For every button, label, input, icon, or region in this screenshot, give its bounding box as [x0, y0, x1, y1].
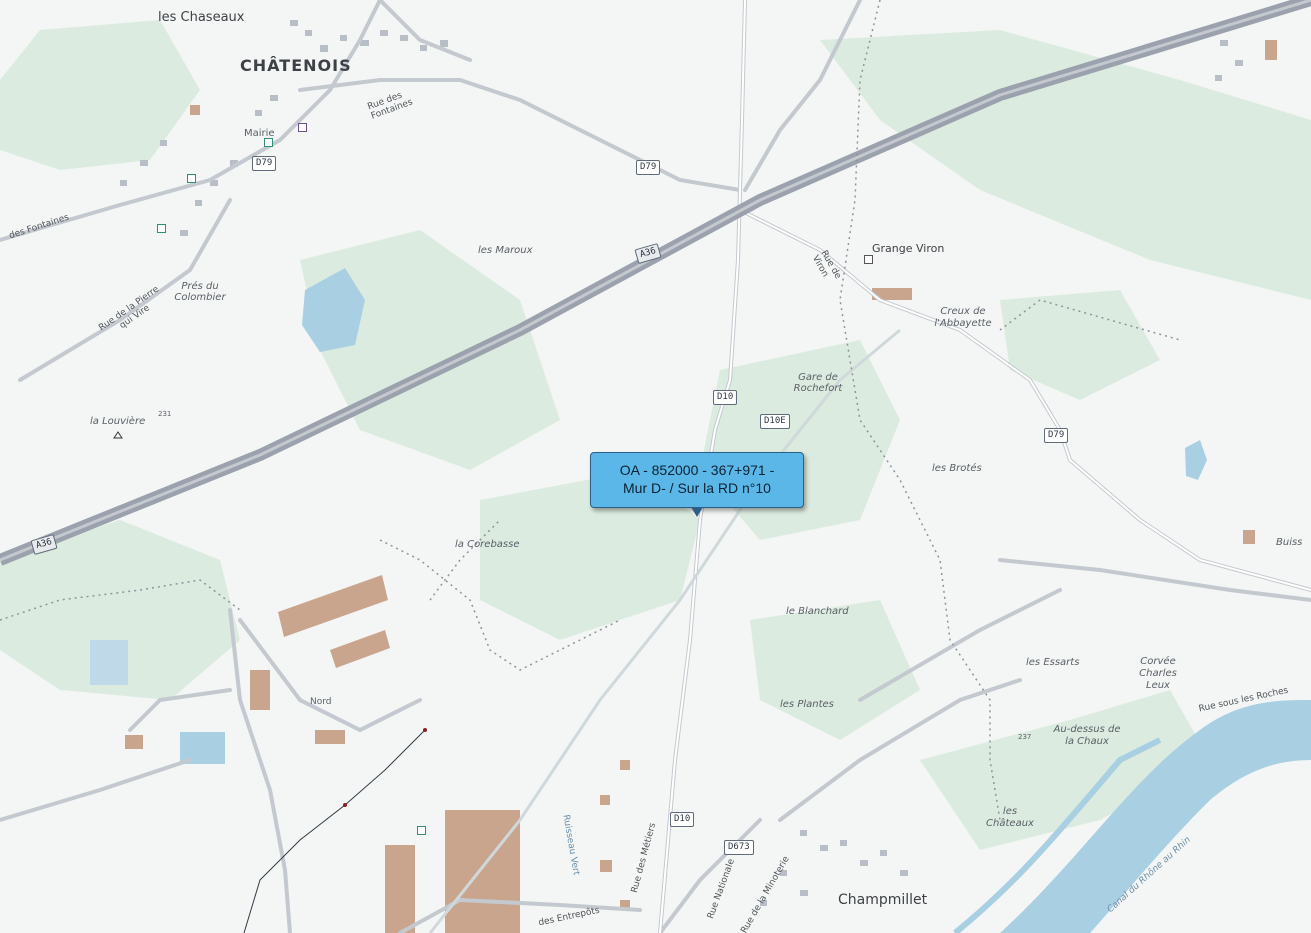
settlement-blocks	[120, 20, 1243, 906]
label-les-brotes: les Brotés	[932, 463, 982, 474]
label-mairie: Mairie	[244, 128, 275, 139]
callout-line-1: OA - 852000 - 367+971 -	[619, 462, 775, 478]
grange-viron-poi-icon	[864, 255, 873, 264]
water-bodies	[90, 268, 1207, 764]
label-corvee-charles: Corvée Charles Leux	[1139, 656, 1177, 691]
label-les-plantes: les Plantes	[780, 699, 834, 710]
forest-areas	[0, 20, 1311, 850]
label-les-chateaux: les Châteaux	[986, 806, 1034, 829]
buildings	[125, 40, 1277, 933]
mairie-poi-icon	[264, 138, 273, 147]
label-au-dessus-chaux: Au-dessus de la Chaux	[1053, 724, 1121, 747]
label-grange-viron: Grange Viron	[872, 242, 945, 255]
label-champmillet: Champmillet	[838, 892, 928, 908]
church-poi-icon	[298, 123, 307, 132]
shield-d10: D10	[713, 390, 738, 405]
label-elevation-chaux: 237	[1018, 733, 1032, 741]
label-les-essarts: les Essarts	[1026, 657, 1080, 668]
label-buiss: Buiss	[1276, 537, 1303, 548]
road-centerlines	[659, 0, 1311, 933]
label-chatenois: CHÂTENOIS	[240, 56, 352, 75]
commune-boundaries	[0, 0, 1181, 821]
label-nord: Nord	[310, 697, 332, 707]
shield-d79-left: D79	[252, 156, 277, 171]
label-le-blanchard: le Blanchard	[786, 606, 849, 617]
canal	[953, 737, 1162, 933]
shield-d79-mid: D79	[636, 160, 661, 175]
shield-d10-bottom: D10	[670, 812, 695, 827]
structure-callout-marker[interactable]: OA - 852000 - 367+971 - Mur D- / Sur la …	[590, 452, 804, 517]
railway	[428, 328, 901, 933]
summit-marker	[113, 431, 123, 439]
poi-icon	[187, 174, 196, 183]
shield-d10e: D10E	[760, 414, 790, 429]
survey-point	[423, 728, 427, 732]
callout-line-2: Mur D- / Sur la RD n°10	[623, 480, 771, 496]
label-les-chaseaux: les Chaseaux	[158, 10, 245, 25]
label-les-maroux: les Maroux	[478, 245, 533, 256]
shield-d79-right: D79	[1044, 428, 1069, 443]
label-pres-du-colombier: Prés du Colombier	[174, 281, 226, 303]
motorway-a36-center	[0, 0, 1311, 562]
label-la-corebasse: la Corebasse	[455, 539, 520, 550]
survey-line	[243, 729, 426, 933]
label-la-louviere: la Louvière	[90, 416, 146, 427]
poi-icon	[417, 826, 426, 835]
shield-d673: D673	[724, 840, 754, 855]
label-elevation-louviere: 231	[158, 410, 172, 418]
river	[1000, 700, 1311, 933]
survey-point	[343, 803, 347, 807]
label-gare-rochefort: Gare de Rochefort	[793, 372, 843, 394]
poi-icon	[157, 224, 166, 233]
label-creux-abbayette: Creux de l'Abbayette	[934, 306, 992, 329]
